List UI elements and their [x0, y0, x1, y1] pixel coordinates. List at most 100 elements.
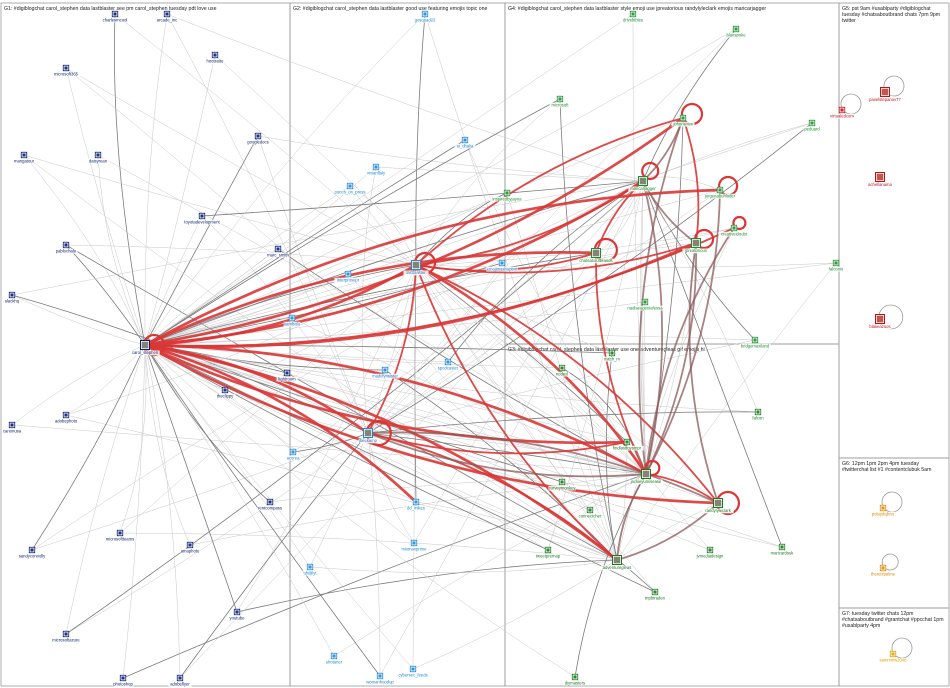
group-title-g6-line2: #twitterchat list #1 #contentclubuk 5am: [842, 467, 931, 473]
node-maricarjagger[interactable]: maricarjagger: [628, 176, 658, 192]
node-canonusa[interactable]: canonusa: [2, 421, 22, 434]
edge-strong: [638, 117, 684, 475]
node-randylyleclark[interactable]: randylyleclark: [702, 498, 734, 514]
node-avatar-image: [423, 12, 427, 16]
node-label: drivebibles: [623, 17, 643, 22]
node-bluespoke[interactable]: bluespoke: [725, 25, 747, 38]
node-rentcompass[interactable]: rentcompass: [257, 498, 283, 511]
node-mangatour[interactable]: mangatour: [13, 151, 35, 164]
node-falcon[interactable]: falcon: [750, 408, 766, 421]
node-microsoft[interactable]: microsoft: [549, 95, 571, 108]
node-lastblaster[interactable]: lastblaster: [403, 260, 429, 276]
node-label: toyotadevelopment: [184, 219, 220, 224]
node-tweetpremap[interactable]: tweetpremap: [535, 546, 561, 559]
node-dd_mikes[interactable]: dd_mikes: [406, 498, 426, 511]
node-jpreatorious[interactable]: jpreatorious: [682, 238, 710, 254]
node-slackhq[interactable]: slackhq: [3, 291, 21, 304]
node-nodexl[interactable]: nodexl: [554, 364, 570, 377]
node-amaphotu[interactable]: amaphotu: [180, 541, 200, 554]
node-emojimashupbot[interactable]: emojimashupbot: [486, 259, 518, 272]
node-layer: charlesmcool arcade_inc microsoft365 hootsu…: [2, 10, 908, 687]
node-uhdjilyt[interactable]: uhdjilyt: [300, 563, 320, 576]
node-carol_stephen[interactable]: carol_stephen: [130, 340, 160, 356]
node-drivebibles[interactable]: drivebibles: [620, 10, 646, 23]
node-vivianflaly[interactable]: vivianflaly: [363, 163, 389, 176]
node-adobeflyer[interactable]: adobeflyer: [168, 674, 192, 687]
node-label-bg: [695, 553, 725, 559]
node-lightroom[interactable]: lightroom: [276, 369, 298, 382]
node-jackieyumisease[interactable]: jackieyumisease: [629, 469, 663, 485]
node-jbeckamp[interactable]: jbeckamp: [358, 428, 378, 444]
edge: [144, 13, 426, 346]
node-toyotadevelopment[interactable]: toyotadevelopment: [183, 212, 221, 225]
node-creativeidoubt[interactable]: creativeidoubt: [718, 224, 750, 237]
node-label: sandyconnolly: [19, 553, 46, 558]
node-photoshop[interactable]: photoshop: [112, 674, 134, 687]
node-johnrieves[interactable]: johnrieves: [671, 114, 695, 127]
node-label: jbeckamp: [358, 438, 378, 443]
node-achellanama[interactable]: achellanama: [867, 172, 893, 188]
node-label: charlesmcool: [103, 17, 128, 22]
node-hootsuite[interactable]: hootsuite: [204, 51, 226, 64]
node-samminw2008[interactable]: samminw2008: [880, 650, 908, 663]
edge: [415, 13, 426, 266]
node-nadiaeugeniafessa[interactable]: nadiaeugeniafessa: [626, 298, 664, 311]
node-interprosepr[interactable]: interprosepr: [334, 270, 362, 283]
node-label-bg: [13, 158, 35, 164]
node-label: achellanama: [868, 182, 892, 187]
node-label-bg: [549, 102, 571, 108]
node-pablochafe[interactable]: pablochafe: [54, 241, 78, 254]
node-microsoftteams[interactable]: microsoftteams: [104, 529, 136, 542]
node-thereizpalme[interactable]: thereizpalme: [869, 564, 897, 577]
node-falconio[interactable]: falconio: [826, 259, 846, 272]
node-jvmediadesign[interactable]: jvmediadesign: [695, 546, 725, 559]
node-daisyrean[interactable]: daisyrean: [87, 151, 109, 164]
node-avatar-image: [285, 371, 289, 375]
node-mitch_m[interactable]: mitch_m: [603, 349, 621, 362]
node-acorea[interactable]: acorea: [285, 448, 301, 461]
node-jorgenabuhloder[interactable]: jorgenabuhloder: [703, 186, 737, 199]
node-polaydujkno[interactable]: polaydujkno: [870, 504, 896, 517]
node-bridgemaxiland[interactable]: bridgemaxiland: [739, 336, 771, 349]
node-charlesmcool[interactable]: charlesmcool: [101, 10, 129, 23]
node-womanhoodup[interactable]: womanhoodup: [366, 672, 394, 685]
node-label-bg: [867, 182, 893, 188]
node-virtualedcom[interactable]: virtualedcom: [828, 106, 856, 119]
node-gosquad23[interactable]: gosquad23: [414, 10, 436, 23]
node-diymasters[interactable]: diymasters: [563, 673, 587, 686]
node-inspiredbyjayna[interactable]: inspiredbyjayna: [490, 189, 524, 202]
node-adobephoto[interactable]: adobephoto: [54, 411, 78, 424]
node-microsoft365[interactable]: microsoft365: [52, 64, 80, 77]
node-googledocs[interactable]: googledocs: [246, 132, 270, 145]
node-sandyconnolly[interactable]: sandyconnolly: [17, 546, 47, 559]
node-cybersec_feeds[interactable]: cybersec_feeds: [397, 665, 429, 678]
edge: [257, 135, 369, 434]
node-connectcher[interactable]: connectcher: [577, 506, 603, 519]
node-shotaner[interactable]: shotaner: [324, 652, 344, 665]
node-findlasttoysmpr[interactable]: findlasttoysmpr: [610, 438, 644, 451]
node-spodcaster[interactable]: spodcaster: [436, 358, 460, 371]
node-label-bg: [603, 356, 621, 362]
node-kambala[interactable]: kambala: [283, 314, 301, 327]
node-tripbtraden[interactable]: tripbtraden: [642, 588, 668, 601]
node-maricardsuk[interactable]: maricardsuk: [769, 543, 795, 556]
node-pavelstepanov77[interactable]: pavelstepanov77: [868, 87, 902, 103]
node-peduard[interactable]: peduard: [803, 119, 821, 132]
edge: [144, 122, 813, 346]
node-microsoftazure[interactable]: microsoftazure: [50, 630, 82, 643]
node-chatsaboutbrands[interactable]: chatsaboutbrands: [578, 248, 614, 264]
node-mixmaxprime[interactable]: mixmaxprime: [401, 539, 427, 552]
node-ai_dhalia[interactable]: ai_dhalia: [454, 136, 476, 149]
node-blakeazoos[interactable]: blakeazoos: [868, 314, 892, 330]
edge: [214, 54, 647, 475]
node-punch_on_press[interactable]: punch_on_press: [334, 182, 366, 195]
node-arcade_inc[interactable]: arcade_inc: [155, 10, 179, 23]
node-marc_smith[interactable]: marc_smith: [266, 245, 290, 258]
edge: [642, 180, 759, 413]
node-theclippy[interactable]: theclippy: [214, 386, 236, 399]
edge: [642, 122, 813, 182]
node-surveymonkey[interactable]: surveymonkey: [548, 478, 576, 491]
node-adventuregleas[interactable]: adventuregleas: [601, 555, 633, 571]
node-youtube[interactable]: youtube: [228, 608, 246, 621]
node-madelynsister[interactable]: madelynsister: [370, 366, 400, 379]
